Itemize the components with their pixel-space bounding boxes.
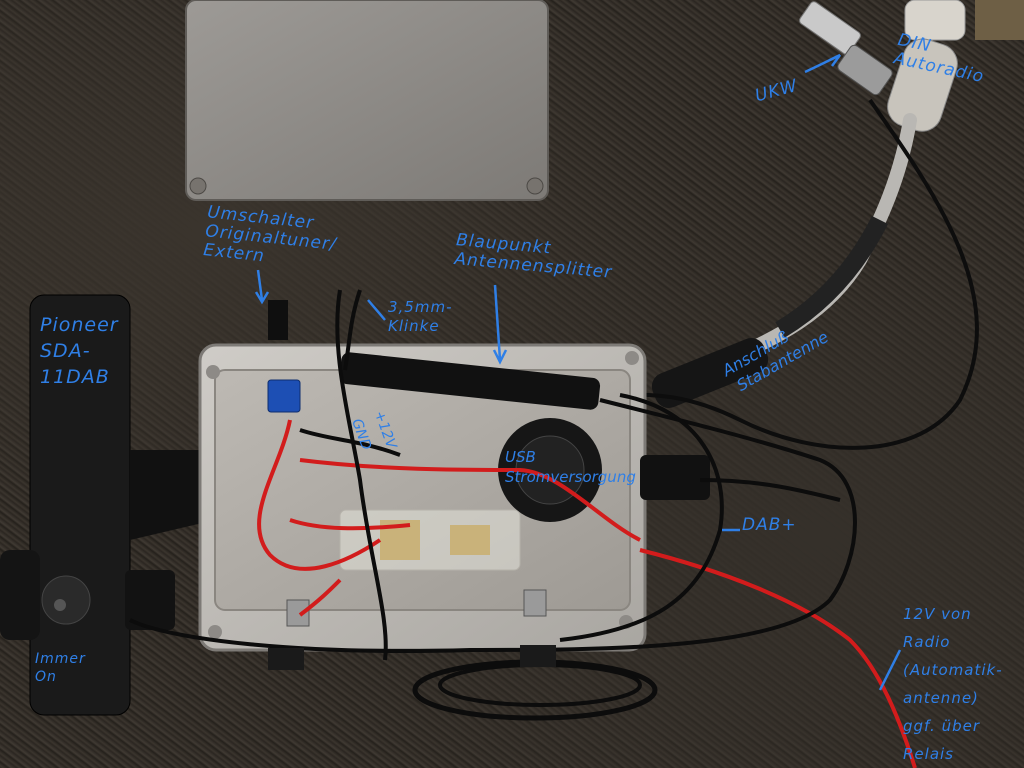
usb-label: USB Stromversorgung — [505, 448, 636, 486]
ukw-plug — [799, 1, 893, 96]
cable-tie — [268, 648, 304, 670]
ukw-cable — [619, 98, 979, 450]
power-annotation: 12V von Radio (Automatik- antenne) ggf. … — [903, 605, 1003, 763]
red-wires — [257, 419, 917, 768]
anschluss-label-line1: Anschluß Stabantenne — [718, 310, 832, 398]
annotation-arrows — [254, 53, 902, 691]
stabantenne-connector — [651, 338, 769, 408]
switch-actuator — [268, 300, 288, 340]
immer-on-annotation: Immer On — [35, 651, 86, 685]
corner-object — [975, 0, 1024, 40]
stabantenne-cable-sleeve — [775, 215, 889, 338]
antenna-switch — [267, 379, 301, 413]
enclosure-lid — [185, 0, 549, 201]
dab-annotation: DAB+ — [742, 515, 797, 535]
klinke-annotation: 3,5mm- Klinke — [388, 298, 453, 335]
pioneer-annotation: Pioneer SDA- 11DAB — [40, 314, 119, 388]
blaupunkt-splitter — [339, 352, 601, 410]
spade-connector — [450, 525, 490, 555]
cable-tie — [520, 645, 556, 667]
black-wires — [129, 289, 857, 661]
din-cable — [693, 113, 917, 377]
pioneer-module — [0, 294, 215, 716]
coiled-cable — [412, 659, 658, 721]
